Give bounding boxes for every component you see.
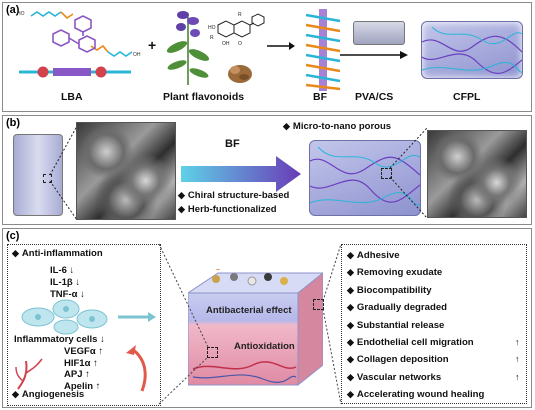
property-item: ◆Substantial release bbox=[347, 319, 445, 331]
panel-a: (a) HO OH LBA + bbox=[2, 2, 532, 112]
hydrogel-block-before bbox=[13, 134, 63, 216]
arrow-down-icon: ↓ bbox=[100, 334, 105, 345]
gradient-arrow bbox=[181, 156, 301, 192]
r1-chem: R bbox=[210, 35, 214, 41]
cfpl-caption: CFPL bbox=[453, 91, 481, 103]
diamond-bullet-icon: ◆ bbox=[178, 204, 185, 214]
feature-chiral: ◆Chiral structure-based bbox=[178, 190, 290, 201]
inflammatory-cells-icon bbox=[21, 299, 108, 335]
diamond-bullet-icon: ◆ bbox=[283, 121, 290, 131]
diamond-bullet-icon: ◆ bbox=[12, 389, 19, 399]
o-chem: O bbox=[238, 41, 242, 47]
panel-b-label: (b) bbox=[6, 117, 21, 129]
property-item: ◆Accelerating wound healing bbox=[347, 389, 485, 401]
sem-image-before bbox=[76, 122, 176, 220]
left-effects-box: ◆Anti-inflammation IL-6 ↓ IL-1β ↓ TNF-α … bbox=[7, 244, 161, 406]
zoom-box bbox=[381, 168, 392, 179]
right-properties-box: ◆Adhesive ◆Removing exudate ◆Biocompatib… bbox=[341, 244, 527, 404]
panel-c-label: (c) bbox=[6, 230, 20, 242]
cfpl-block bbox=[421, 21, 523, 79]
factor-item: Apelin ↑ bbox=[64, 380, 101, 392]
inflammatory-cells-label: Inflammatory cells ↓ bbox=[14, 334, 105, 345]
arrow-right-icon bbox=[340, 51, 408, 59]
flavonoids-caption: Plant flavonoids bbox=[163, 91, 245, 103]
arrow-up-icon: ↑ bbox=[515, 354, 520, 365]
cytokine-item: IL-6 ↓ bbox=[50, 265, 75, 276]
cytokine-item: IL-1β ↓ bbox=[50, 277, 81, 288]
property-item: ◆Collagen deposition↑ bbox=[347, 351, 526, 368]
property-item: ◆Adhesive bbox=[347, 250, 400, 261]
property-item: ◆Vascular networks↑ bbox=[347, 369, 526, 386]
feature-porous: ◆Micro-to-nano porous bbox=[283, 121, 392, 132]
property-item: ◆Removing exudate bbox=[347, 267, 443, 279]
connector-lines bbox=[158, 243, 342, 405]
property-item: ◆Gradually degraded bbox=[347, 302, 448, 314]
panel-a-label: (a) bbox=[6, 4, 20, 16]
arrow-right-icon bbox=[267, 42, 295, 50]
arrow-up-icon: ↑ bbox=[85, 369, 90, 380]
cytokine-item: TNF-α ↓ bbox=[50, 289, 85, 300]
ho-chem: HO bbox=[208, 25, 216, 31]
bf-helix bbox=[305, 9, 341, 91]
panel-c: (c) ◆Anti-inflammation IL-6 ↓ IL-1β ↓ TN… bbox=[2, 228, 532, 408]
arrow-up-icon: ↑ bbox=[515, 371, 520, 382]
diamond-bullet-icon: ◆ bbox=[178, 190, 185, 200]
arrow-up-icon: ↑ bbox=[515, 336, 520, 347]
arrow-up-icon: ↑ bbox=[95, 380, 101, 392]
bf-caption: BF bbox=[313, 91, 327, 103]
wound-tissue-illustration: Antibacterial effect Antioxidation bbox=[186, 264, 325, 389]
anti-inflammation-heading: ◆Anti-inflammation bbox=[12, 248, 103, 259]
zoom-box bbox=[207, 347, 218, 358]
antioxidation-label: Antioxidation bbox=[234, 341, 295, 352]
zoom-box bbox=[43, 174, 52, 183]
factor-item: APJ ↑ bbox=[64, 369, 90, 380]
arrow-down-icon: ↓ bbox=[69, 265, 75, 276]
plus-sign: + bbox=[148, 37, 157, 53]
arrow-down-icon: ↓ bbox=[80, 289, 85, 300]
property-item: ◆Endothelial cell migration↑ bbox=[347, 334, 526, 351]
ho-label: HO bbox=[17, 11, 25, 17]
zoom-lines bbox=[49, 125, 78, 221]
cfpl-block-after bbox=[309, 140, 421, 216]
arrow-right-icon bbox=[118, 312, 156, 322]
r2-chem: R bbox=[238, 12, 242, 18]
feature-herb: ◆Herb-functionalized bbox=[178, 204, 277, 215]
zoom-lines bbox=[389, 127, 428, 219]
curved-arrow-icon bbox=[126, 345, 147, 392]
bf-arrow-label: BF bbox=[225, 138, 240, 150]
zoom-box bbox=[313, 299, 324, 310]
arrow-down-icon: ↓ bbox=[75, 277, 81, 288]
lba-caption: LBA bbox=[61, 91, 83, 103]
arrow-up-icon: ↑ bbox=[98, 346, 104, 357]
lba-molecule: HO OH bbox=[17, 11, 141, 78]
oh-label: OH bbox=[133, 52, 141, 58]
arrow-up-icon: ↑ bbox=[93, 357, 98, 369]
factor-list: VEGFα ↑ HIF1α ↑ APJ ↑ Apelin ↑ bbox=[64, 346, 103, 392]
antibacterial-label: Antibacterial effect bbox=[206, 305, 292, 316]
pva-cs-block bbox=[353, 21, 405, 45]
angiogenesis-label: ◆Angiogenesis bbox=[12, 389, 85, 400]
cytokine-list: IL-6 ↓ IL-1β ↓ TNF-α ↓ bbox=[50, 265, 85, 301]
property-item: ◆Biocompatibility bbox=[347, 284, 432, 296]
sem-image-after bbox=[427, 130, 527, 218]
dried-herb-icon bbox=[228, 65, 252, 83]
pvacs-caption: PVA/CS bbox=[355, 91, 394, 103]
factor-item: VEGFα ↑ bbox=[64, 346, 104, 357]
plant-flavonoid-icon bbox=[166, 11, 210, 85]
diamond-bullet-icon: ◆ bbox=[12, 248, 19, 258]
flavonoid-structure: HO O OH R R bbox=[208, 12, 265, 47]
oh-chem: OH bbox=[222, 41, 230, 47]
blood-vessel-icon bbox=[15, 358, 43, 390]
factor-item: HIF1α ↑ bbox=[64, 357, 98, 369]
property-list: ◆Adhesive ◆Removing exudate ◆Biocompatib… bbox=[347, 247, 526, 404]
panel-b: (b) BF ◆Chiral structure-based ◆Herb-fun… bbox=[2, 115, 532, 225]
